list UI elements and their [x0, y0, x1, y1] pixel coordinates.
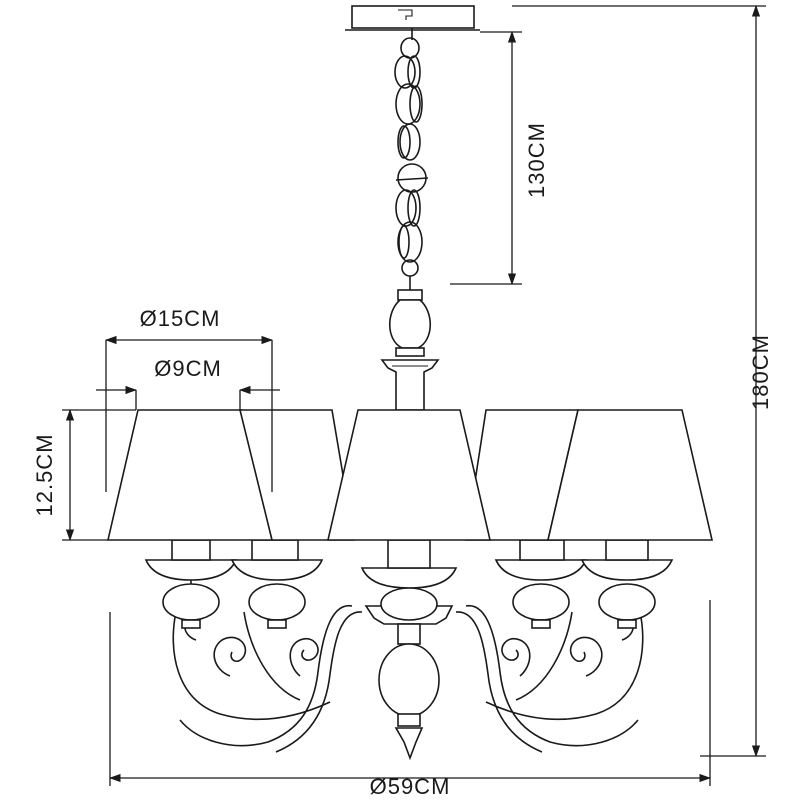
candle-cup-2: [230, 539, 324, 629]
candle-cup-5: [580, 539, 674, 629]
shade-top-diameter-label: Ø9CM: [154, 356, 222, 381]
dimension-chain-length: 130CM: [450, 30, 549, 286]
chain: [394, 37, 429, 292]
shade-bottom-diameter-label: Ø15CM: [140, 306, 221, 331]
dimension-shade-top: Ø9CM: [96, 356, 280, 410]
central-column: [380, 289, 440, 411]
total-width-label: Ø59CM: [370, 774, 451, 799]
candle-cup-1: [144, 539, 238, 629]
candle-cups: [144, 539, 674, 629]
total-height-label: 180CM: [748, 334, 773, 410]
chandelier: [106, 5, 714, 761]
lamp-shade-5: [546, 409, 714, 541]
dimension-shade-height: 12.5CM: [32, 408, 136, 542]
candle-cup-4: [494, 539, 588, 629]
shade-height-label: 12.5CM: [32, 433, 57, 516]
dimension-total-height: 180CM: [512, 4, 773, 758]
lamp-shades: [106, 409, 714, 541]
chain-length-label: 130CM: [524, 122, 549, 198]
lamp-shade-3: [326, 409, 492, 541]
dimension-shade-bottom: Ø15CM: [104, 306, 274, 492]
ceiling-canopy: [345, 5, 480, 40]
dimension-total-width: Ø59CM: [108, 600, 712, 799]
candle-cup-3: [360, 539, 458, 621]
lower-stem: [364, 605, 454, 761]
